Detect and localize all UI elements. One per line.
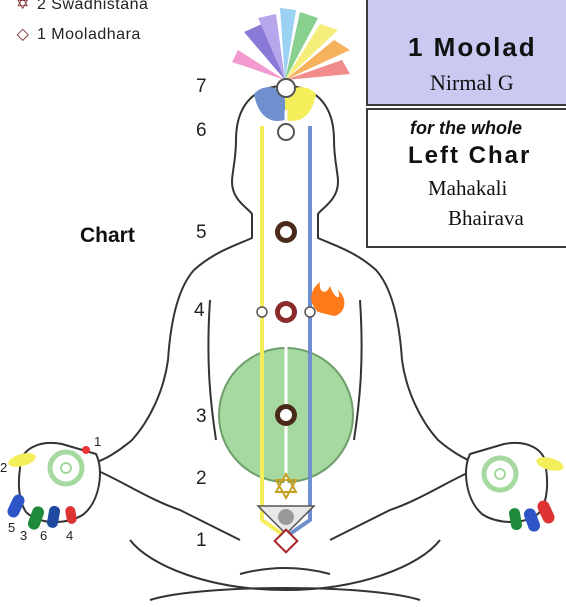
chakra-number-5: 5	[196, 222, 207, 244]
heart-flame	[311, 282, 344, 316]
legend-swadhistana: ✡ 2 Swadhistana	[14, 0, 148, 14]
vishuddhi-chakra	[275, 221, 297, 243]
chakra-number-7: 7	[196, 76, 207, 98]
panel-bottom-italic: for the whole	[410, 118, 522, 139]
chakra-number-2: 2	[196, 468, 207, 490]
finger-number: 3	[20, 528, 27, 543]
left-hand	[5, 443, 100, 531]
nabhi-chakra	[275, 404, 297, 426]
chakra-number-6: 6	[196, 120, 207, 142]
heart-chakra	[257, 301, 315, 323]
side-label: Chart	[80, 224, 135, 248]
panel-bottom-deity-2: Bhairava	[448, 206, 524, 231]
diamond-icon: ◇	[14, 24, 32, 44]
panel-bottom-deity-1: Mahakali	[428, 176, 507, 201]
finger-number: 4	[66, 528, 73, 543]
legend-mooladhara: ◇ 1 Mooladhara	[14, 24, 141, 44]
legend-label: 2 Swadhistana	[37, 0, 148, 13]
agnya-chakra	[278, 124, 294, 140]
sahasrara-chakra	[277, 79, 295, 97]
panel-top-title: 1 Moolad	[408, 32, 537, 63]
right-hand	[466, 443, 565, 533]
finger-number: 5	[8, 520, 15, 535]
panel-top: 1 Moolad Nirmal G	[366, 0, 566, 106]
star-of-david-icon: ✡	[14, 0, 32, 14]
finger-number: 1	[94, 434, 101, 449]
sahasrara-rays	[232, 8, 350, 80]
finger-number: 6	[40, 528, 47, 543]
panel-bottom-channel: Left Char	[408, 142, 531, 170]
chakra-number-4: 4	[194, 300, 205, 322]
chakra-number-1: 1	[196, 530, 207, 552]
legend-label: 1 Mooladhara	[37, 26, 141, 43]
finger-number: 2	[0, 460, 7, 475]
chakra-number-3: 3	[196, 406, 207, 428]
panel-bottom: for the whole Left Char Mahakali Bhairav…	[366, 108, 566, 248]
panel-top-subtitle: Nirmal G	[430, 70, 514, 96]
